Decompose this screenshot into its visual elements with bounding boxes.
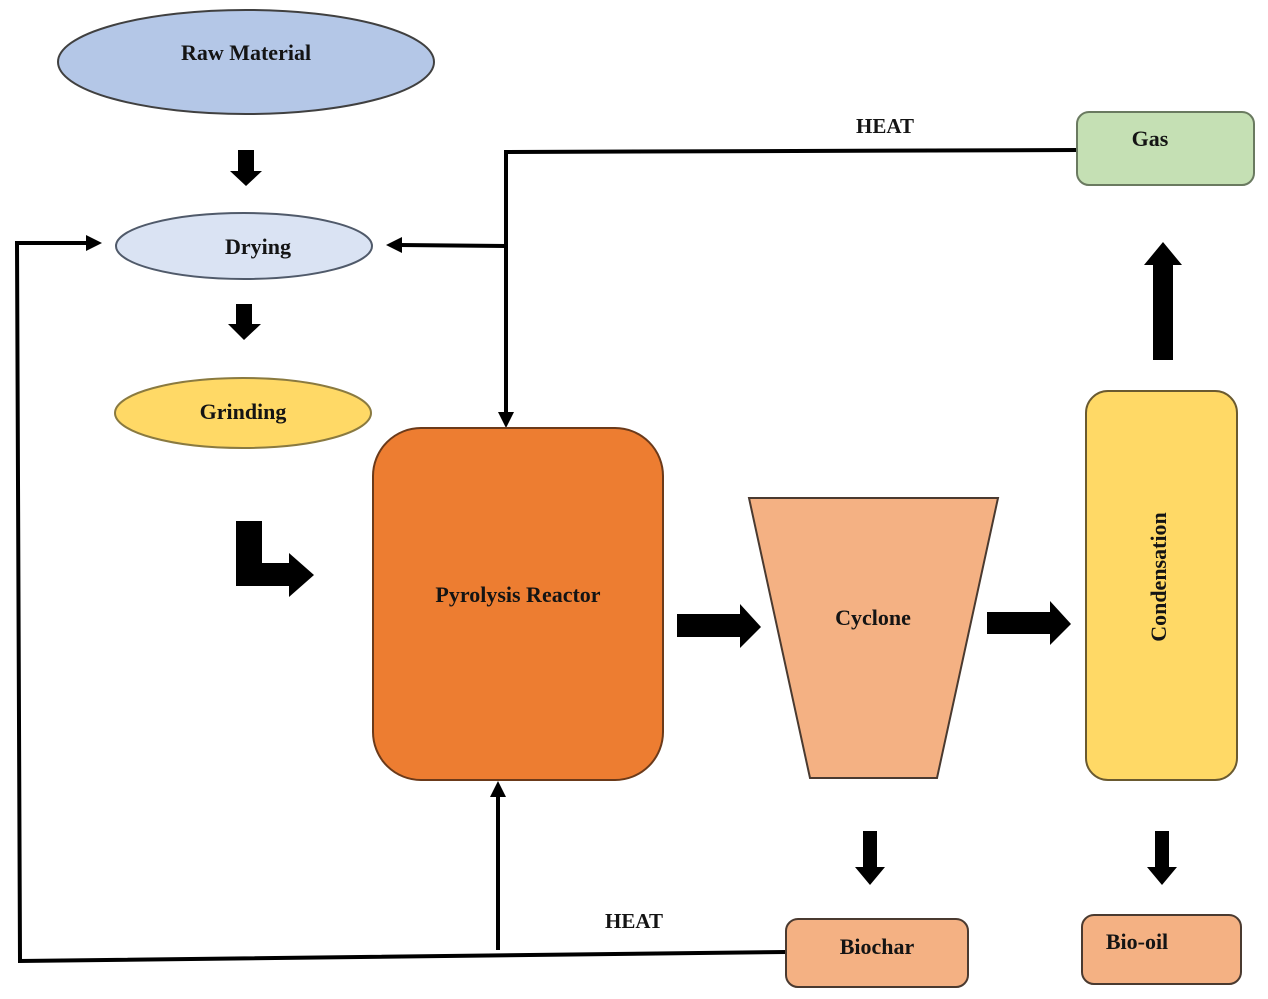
grinding-to-reactor-arrow-icon	[236, 521, 314, 597]
grinding-label: Grinding	[200, 399, 287, 424]
reactor-bottom-arrowhead-icon	[490, 781, 506, 797]
node-gas: Gas	[1076, 111, 1255, 186]
biochar-heat-line	[14, 241, 787, 964]
bio-oil-label: Bio-oil	[1106, 929, 1168, 954]
node-condensation: Condensation	[1085, 390, 1238, 781]
cyclone-to-biochar-arrow-icon	[855, 831, 885, 885]
raw-to-drying-arrow-icon	[230, 150, 262, 186]
drying-to-grinding-arrow-icon	[228, 304, 261, 340]
gas-to-drying-line	[399, 243, 507, 248]
node-pyrolysis-reactor: Pyrolysis Reactor	[372, 427, 664, 781]
gas-label: Gas	[1132, 126, 1169, 151]
raw-material-label: Raw Material	[181, 40, 311, 65]
condensation-to-bio-oil-arrow-icon	[1147, 831, 1177, 885]
condensation-label: Condensation	[1146, 512, 1171, 642]
node-biochar: Biochar	[785, 918, 969, 988]
node-grinding: Grinding	[114, 377, 372, 449]
node-raw-material: Raw Material	[57, 9, 435, 115]
cyclone-label: Cyclone	[835, 605, 911, 630]
heat-return-lines	[14, 148, 1079, 964]
node-cyclone: Cyclone	[747, 497, 1000, 779]
drying-right-arrowhead-icon	[386, 237, 402, 253]
node-drying: Drying	[115, 212, 373, 280]
reactor-top-arrowhead-icon	[498, 412, 514, 428]
cyclone-to-condensation-arrow-icon	[987, 601, 1071, 645]
drying-label: Drying	[225, 234, 291, 259]
pyrolysis-reactor-label: Pyrolysis Reactor	[435, 582, 600, 607]
gas-heat-line	[504, 148, 1079, 420]
node-bio-oil: Bio-oil	[1081, 914, 1242, 985]
heat-label-top: HEAT	[856, 114, 914, 138]
reactor-to-cyclone-arrow-icon	[677, 604, 761, 648]
drying-left-arrowhead-icon	[86, 235, 102, 251]
condensation-to-gas-arrow-icon	[1144, 242, 1182, 360]
biochar-label: Biochar	[840, 934, 915, 959]
heat-label-bottom: HEAT	[605, 909, 663, 933]
